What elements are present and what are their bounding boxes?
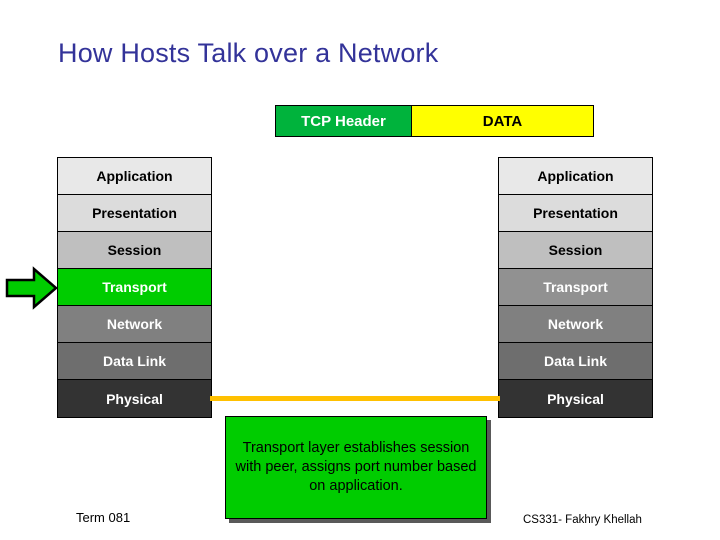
layer-box-application[interactable]: Application <box>58 158 211 195</box>
packet-diagram: TCP Header DATA <box>275 105 594 137</box>
packet-segment-tcp-header: TCP Header <box>275 105 412 137</box>
layer-box-data-link[interactable]: Data Link <box>499 343 652 380</box>
sending-host-osi-stack: Application Presentation Session Transpo… <box>57 157 212 418</box>
layer-box-session[interactable]: Session <box>58 232 211 269</box>
receiving-host-osi-stack: Application Presentation Session Transpo… <box>498 157 653 418</box>
physical-link-line <box>210 396 500 401</box>
layer-box-physical[interactable]: Physical <box>58 380 211 417</box>
layer-box-network[interactable]: Network <box>58 306 211 343</box>
layer-box-session[interactable]: Session <box>499 232 652 269</box>
callout-text: Transport layer establishes session with… <box>235 439 477 495</box>
layer-box-presentation[interactable]: Presentation <box>58 195 211 232</box>
layer-box-physical[interactable]: Physical <box>499 380 652 417</box>
transport-pointer-arrow <box>2 264 60 312</box>
layer-box-network[interactable]: Network <box>499 306 652 343</box>
page-title: How Hosts Talk over a Network <box>58 38 439 68</box>
layer-box-application[interactable]: Application <box>499 158 652 195</box>
layer-box-data-link[interactable]: Data Link <box>58 343 211 380</box>
layer-box-transport[interactable]: Transport <box>499 269 652 306</box>
transport-layer-callout: Transport layer establishes session with… <box>225 416 487 519</box>
packet-segment-data: DATA <box>412 105 594 137</box>
credit-label: CS331- Fakhry Khellah <box>523 514 642 526</box>
layer-box-transport[interactable]: Transport <box>58 269 211 306</box>
layer-box-presentation[interactable]: Presentation <box>499 195 652 232</box>
term-label: Term 081 <box>76 510 131 525</box>
